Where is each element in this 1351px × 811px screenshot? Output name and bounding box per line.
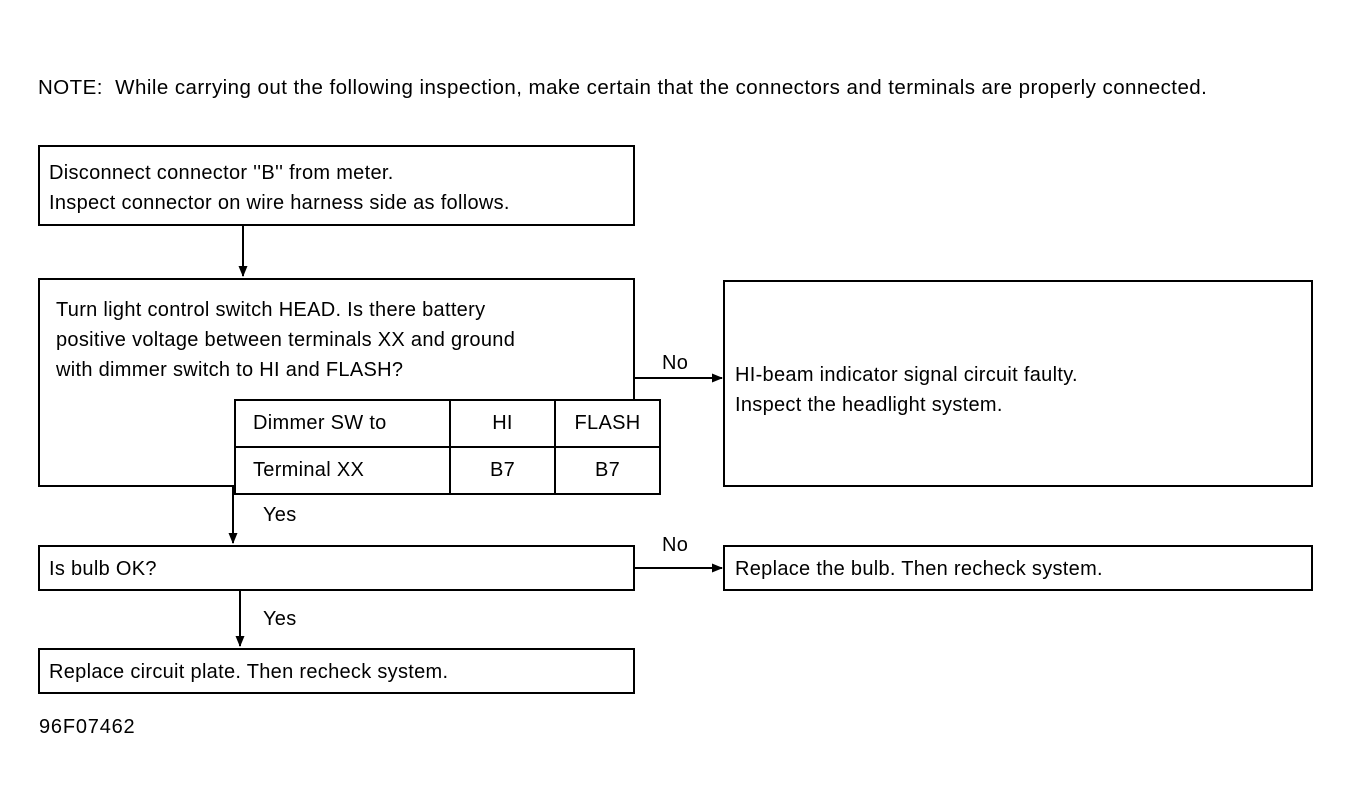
figure-id-label: 96F07462 [39,716,136,738]
table-row: Terminal XX B7 B7 [234,446,661,495]
table-row: Dimmer SW to HI FLASH [234,399,661,448]
result-box-replace-circuit-plate-text: Replace circuit plate. Then recheck syst… [49,661,449,683]
result-box-replace-bulb: Replace the bulb. Then recheck system. [723,545,1313,591]
table-cell-flash-value: B7 [554,446,661,495]
edge-label-no-bulb-ok: No [662,534,689,556]
table-cell-hi-header: HI [449,399,556,448]
decision-box-is-bulb-ok: Is bulb OK? [38,545,635,591]
edge-label-no-voltage-check: No [662,352,689,374]
step-box-disconnect-connector: Disconnect connector ''B'' from meter. I… [38,145,635,226]
note-paragraph: NOTE: While carrying out the following i… [38,76,1208,99]
dimmer-switch-table: Dimmer SW to HI FLASH Terminal XX B7 B7 [234,399,661,495]
table-cell-dimmer-sw-label: Dimmer SW to [234,399,451,448]
decision-box-voltage-check-text: Turn light control switch HEAD. Is there… [56,299,516,381]
table-cell-terminal-label: Terminal XX [234,446,451,495]
decision-box-voltage-check: Turn light control switch HEAD. Is there… [38,278,661,495]
edge-label-yes-voltage-check: Yes [263,504,297,526]
step-box-disconnect-connector-text: Disconnect connector ''B'' from meter. I… [49,162,510,214]
result-box-replace-bulb-text: Replace the bulb. Then recheck system. [735,558,1103,580]
result-box-replace-circuit-plate: Replace circuit plate. Then recheck syst… [38,648,635,694]
table-cell-flash-header: FLASH [554,399,661,448]
table-cell-hi-value: B7 [449,446,556,495]
edge-label-yes-bulb-ok: Yes [263,608,297,630]
result-box-hibeam-circuit-faulty-text: HI-beam indicator signal circuit faulty.… [735,364,1078,416]
result-box-hibeam-circuit-faulty: HI-beam indicator signal circuit faulty.… [723,280,1313,487]
decision-box-is-bulb-ok-text: Is bulb OK? [49,558,157,580]
